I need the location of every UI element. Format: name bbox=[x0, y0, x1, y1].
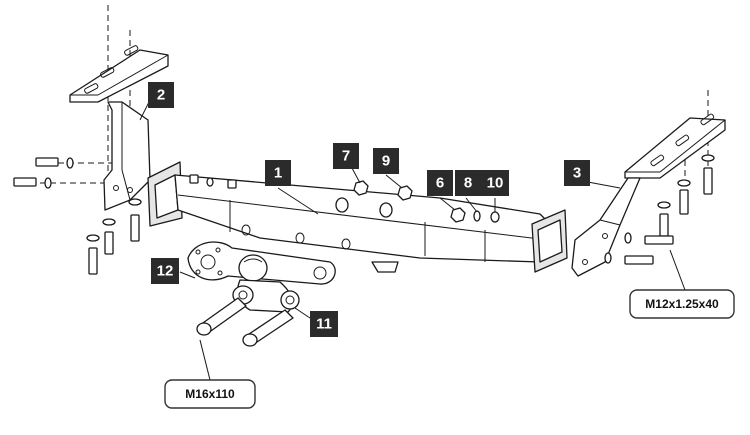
m16-bolts bbox=[196, 297, 294, 347]
callout-label-12: 12 bbox=[157, 263, 174, 280]
right-bracket bbox=[571, 113, 726, 277]
spec-label-m12: M12x1.25x40 bbox=[645, 297, 719, 311]
callout-badge-1: 1 bbox=[265, 160, 291, 186]
spec-label-m16: M16x110 bbox=[185, 387, 235, 401]
callout-label-2: 2 bbox=[157, 87, 165, 104]
callout-badge-6: 6 bbox=[427, 170, 453, 196]
callout-label-6: 6 bbox=[436, 175, 444, 192]
callout-badge-8: 8 bbox=[455, 170, 481, 196]
callout-badge-11: 11 bbox=[310, 311, 338, 337]
left-fasteners bbox=[13, 157, 237, 275]
spec-box-m16: M16x110 bbox=[164, 379, 256, 409]
callout-badge-7: 7 bbox=[333, 143, 359, 169]
callout-badge-12: 12 bbox=[151, 258, 179, 284]
small-hardware bbox=[335, 180, 500, 223]
main-crossbeam bbox=[147, 161, 568, 273]
callout-label-11: 11 bbox=[316, 316, 332, 333]
callout-label-1: 1 bbox=[274, 165, 282, 182]
left-bracket bbox=[69, 45, 169, 211]
right-fasteners bbox=[604, 154, 715, 265]
tow-ball-neck bbox=[232, 279, 300, 313]
callout-badge-10: 10 bbox=[481, 170, 509, 196]
callout-label-3: 3 bbox=[573, 165, 581, 182]
callout-badge-9: 9 bbox=[373, 148, 399, 174]
callout-label-9: 9 bbox=[382, 153, 390, 170]
tow-ball-plate bbox=[187, 241, 336, 285]
callout-label-10: 10 bbox=[487, 175, 504, 192]
callout-badge-3: 3 bbox=[564, 160, 590, 186]
callout-label-7: 7 bbox=[342, 148, 350, 165]
callout-badge-2: 2 bbox=[148, 82, 174, 108]
spec-box-m12: M12x1.25x40 bbox=[629, 289, 735, 319]
leader-lines bbox=[139, 99, 686, 381]
callout-label-8: 8 bbox=[464, 175, 472, 192]
